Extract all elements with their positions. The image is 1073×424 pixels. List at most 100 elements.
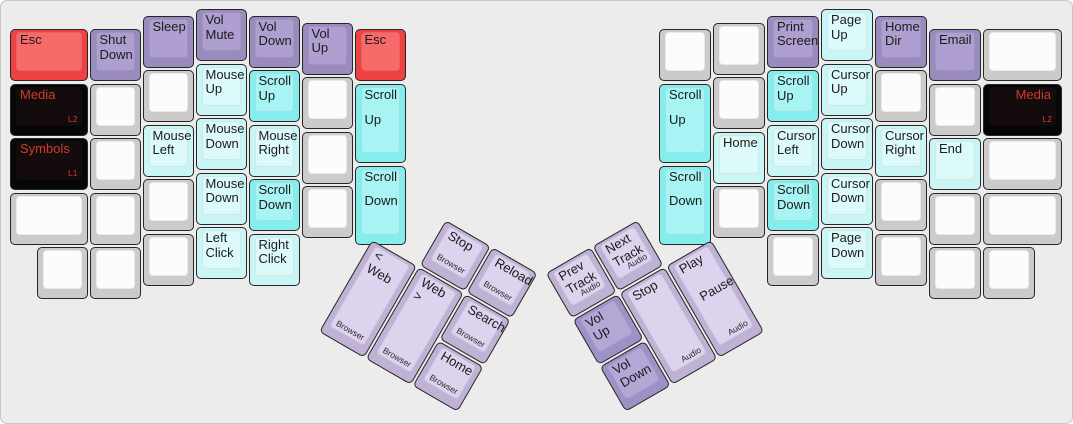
key-page-up[interactable]: Page Up <box>821 9 873 61</box>
key-end[interactable]: End <box>929 138 981 191</box>
key-blank[interactable] <box>36 247 88 300</box>
key-blank[interactable] <box>301 77 353 130</box>
key-blank[interactable] <box>659 29 711 82</box>
key-esc[interactable]: Esc <box>10 29 88 82</box>
keycap-top-surface <box>881 73 921 113</box>
key-sublabel: L1 <box>68 168 78 179</box>
key-blank[interactable] <box>929 83 981 136</box>
key-blank[interactable] <box>983 29 1062 82</box>
key-blank[interactable] <box>929 192 981 245</box>
keycap-top-surface <box>773 73 813 113</box>
key-label: Cursor Right <box>885 127 925 158</box>
key-blank[interactable] <box>89 247 141 300</box>
key-blank[interactable] <box>142 179 194 232</box>
key-scroll-up[interactable]: Scroll Up <box>248 70 300 123</box>
key-blank[interactable] <box>301 131 353 184</box>
key-blank[interactable] <box>89 138 141 191</box>
key-label: Mouse Right <box>258 127 298 158</box>
key-blank[interactable] <box>713 186 765 239</box>
key-label: Vol Down <box>258 18 292 49</box>
key-vol-up[interactable]: Vol Up <box>301 22 353 75</box>
key-mouse-down[interactable]: Mouse Down <box>195 118 247 170</box>
key-blank[interactable] <box>983 192 1062 245</box>
keycap-top-surface <box>148 127 188 167</box>
key-blank[interactable] <box>713 22 765 75</box>
key-scroll-down[interactable]: Scroll Down <box>767 179 819 232</box>
keycap-top-surface <box>254 182 294 222</box>
key-label-secondary: Up <box>669 111 686 127</box>
key-label: Sleep <box>152 18 186 34</box>
key-esc[interactable]: Esc <box>354 29 406 82</box>
key-blank[interactable] <box>142 70 194 123</box>
key-email[interactable]: Email <box>929 29 981 82</box>
key-blank[interactable] <box>929 247 981 300</box>
key-sleep[interactable]: Sleep <box>142 15 194 68</box>
keycap-top-surface <box>201 121 241 160</box>
key-label: Home <box>723 134 758 150</box>
key-label: Shut Down <box>99 32 133 62</box>
key-vol-down[interactable]: Vol Down <box>248 15 300 68</box>
key-blank[interactable] <box>875 233 927 286</box>
key-cursor-right[interactable]: Cursor Right <box>875 124 927 177</box>
key-label: Scroll Up <box>258 73 292 103</box>
keycap-top-surface <box>719 80 759 120</box>
key-cursor-down[interactable]: Cursor Down <box>821 172 873 225</box>
key-blank[interactable] <box>983 247 1035 300</box>
key-blank[interactable] <box>142 233 194 286</box>
key-right-click[interactable]: Right Click <box>248 233 300 286</box>
keycap-top-surface <box>95 195 135 235</box>
key-mouse-up[interactable]: Mouse Up <box>195 63 247 116</box>
keycap-top-surface <box>360 32 400 72</box>
key-scroll-down[interactable]: Scroll Down <box>248 179 300 232</box>
key-left-click[interactable]: Left Click <box>195 227 247 279</box>
key-blank[interactable] <box>983 138 1062 191</box>
key-blank[interactable] <box>875 70 927 123</box>
key-label: Print Screen <box>777 18 819 49</box>
key-mouse-right[interactable]: Mouse Right <box>248 124 300 177</box>
key-label: Scroll Up <box>777 73 810 103</box>
key-blank[interactable] <box>713 77 765 130</box>
keycap-top-surface <box>254 18 294 58</box>
key-mouse-left[interactable]: Mouse Left <box>142 124 194 177</box>
keycap-top-surface <box>95 86 135 126</box>
keycap-top-surface <box>307 25 347 65</box>
keycap-top-surface <box>16 195 82 235</box>
key-label: Scroll <box>669 168 702 184</box>
key-scroll-up[interactable]: Scroll Up <box>767 70 819 123</box>
keycap-top-surface <box>360 168 400 235</box>
key-home[interactable]: Home <box>713 131 765 184</box>
keycap-top-surface <box>719 134 759 174</box>
key-page-down[interactable]: Page Down <box>821 227 873 279</box>
key-home-dir[interactable]: Home Dir <box>875 15 927 68</box>
keycap-top-surface <box>935 32 975 72</box>
key-blank[interactable] <box>89 192 141 245</box>
key-cursor-up[interactable]: Cursor Up <box>821 63 873 116</box>
keycap-top-surface <box>935 141 975 181</box>
key-blank[interactable] <box>767 233 819 286</box>
key-shut-down[interactable]: Shut Down <box>89 29 141 82</box>
key-label-secondary: Up <box>364 111 382 127</box>
key-label: Page Down <box>831 230 865 260</box>
key-label: Cursor Down <box>831 175 871 206</box>
key-cursor-left[interactable]: Cursor Left <box>767 124 819 177</box>
keycap-top-surface <box>989 141 1056 181</box>
keycap-top-surface <box>307 189 347 229</box>
key-blank[interactable] <box>301 186 353 239</box>
key-mouse-down[interactable]: Mouse Down <box>195 172 247 225</box>
key-vol-mute[interactable]: Vol Mute <box>195 9 247 61</box>
key-print-screen[interactable]: Print Screen <box>767 15 819 68</box>
keycap-top-surface <box>254 127 294 167</box>
key-blank[interactable] <box>875 179 927 232</box>
key-cursor-down[interactable]: Cursor Down <box>821 118 873 170</box>
keycap-top-surface <box>16 141 82 181</box>
key-label: Vol Up <box>311 25 330 56</box>
key-blank[interactable] <box>10 192 88 245</box>
key-blank[interactable] <box>89 83 141 136</box>
